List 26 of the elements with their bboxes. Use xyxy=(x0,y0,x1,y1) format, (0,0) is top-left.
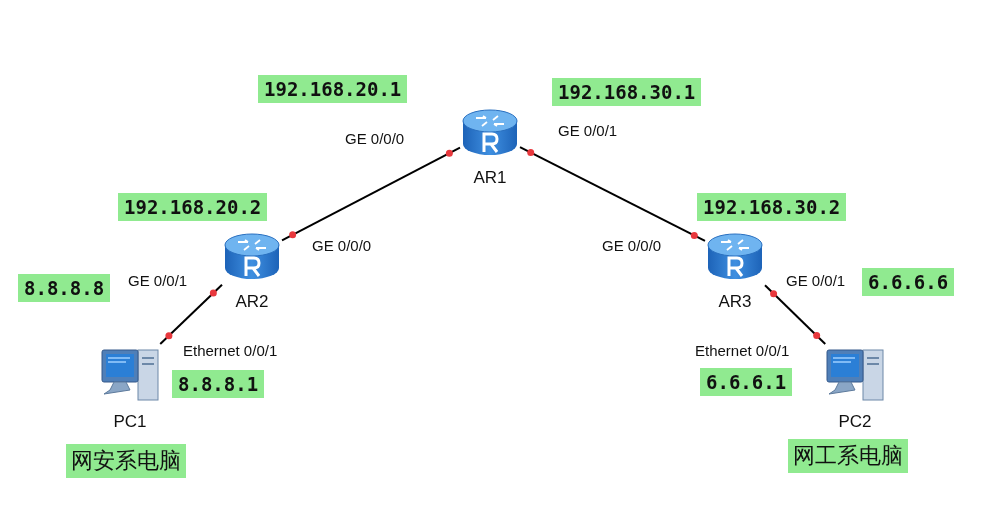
interface-label: GE 0/0/0 xyxy=(345,130,405,147)
ip-address-label: 8.8.8.1 xyxy=(172,370,265,398)
ip-address-label: 192.168.30.1 xyxy=(552,78,702,106)
caption-label: 网安系电脑 xyxy=(66,444,186,478)
interface-label: Ethernet 0/0/1 xyxy=(695,342,790,359)
device-label: AR3 xyxy=(717,292,753,312)
interface-label: Ethernet 0/0/1 xyxy=(183,342,278,359)
interface-label: GE 0/0/1 xyxy=(128,272,188,289)
interface-label: GE 0/0/0 xyxy=(602,237,662,254)
ip-address-label: 192.168.20.1 xyxy=(258,75,408,103)
interface-label: GE 0/0/0 xyxy=(312,237,372,254)
link-line xyxy=(519,146,706,242)
interface-label: GE 0/0/1 xyxy=(786,272,846,289)
caption-label: 网工系电脑 xyxy=(788,439,908,473)
device-label: AR2 xyxy=(234,292,270,312)
device-label: PC2 xyxy=(837,412,873,432)
ip-address-label: 6.6.6.6 xyxy=(862,268,955,296)
device-label: AR1 xyxy=(472,168,508,188)
ip-address-label: 6.6.6.1 xyxy=(700,368,793,396)
device-label: PC1 xyxy=(112,412,148,432)
ip-address-label: 192.168.20.2 xyxy=(118,193,268,221)
interface-label: GE 0/0/1 xyxy=(558,122,618,139)
ip-address-label: 8.8.8.8 xyxy=(18,274,111,302)
ip-address-label: 192.168.30.2 xyxy=(697,193,847,221)
link-line xyxy=(281,146,461,242)
link-line xyxy=(159,283,223,345)
